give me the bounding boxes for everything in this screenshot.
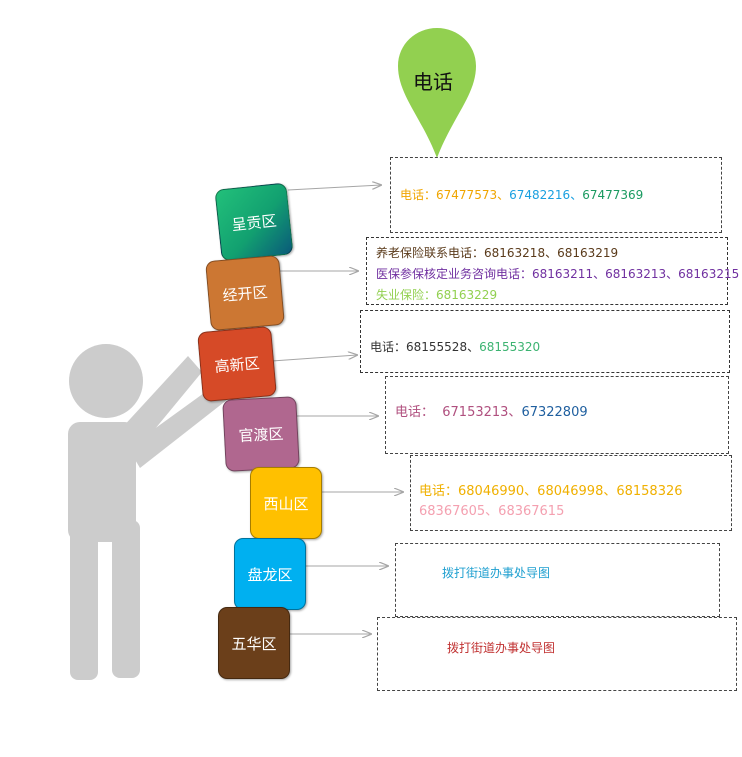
info-text-segment: 67477369 [582,188,644,202]
arrow-gaoxin [271,355,357,362]
info-line: 养老保险联系电话：68163218、68163219 [376,244,618,261]
info-text-segment: 68367605、68367615 [419,504,565,519]
info-line: 拨打街道办事处导图 [442,564,550,581]
block-xishan: 西山区 [250,467,322,539]
info-line: 拨打街道办事处导图 [447,639,555,656]
info-text-segment: 67477573、 [436,188,510,202]
info-box-jingkai: 养老保险联系电话：68163218、68163219 医保参保核定业务咨询电话：… [366,237,739,305]
info-text-segment: 拨打街道办事处导图 [447,641,556,655]
info-line: 电话：68046990、68046998、68158326 [419,480,683,499]
info-text-segment: 失业保险：68163229 [376,288,498,302]
info-line: 电话： 67153213、67322809 [395,401,588,420]
info-box-panlong: 拨打街道办事处导图 [395,543,720,617]
info-box-chenggong: 电话：67477573、67482216、67477369 [390,157,722,233]
info-box-xishan: 电话：68046990、68046998、68158326 68367605、6… [410,455,732,531]
pin-label: 电话 [413,70,453,94]
info-text-segment: 电话： [400,188,437,202]
block-panlong: 盘龙区 [234,538,306,610]
block-chenggong: 呈贡区 [214,182,294,262]
info-line: 医保参保核定业务咨询电话：68163211、68163213、68163215 [376,265,739,282]
info-line: 68367605、68367615 [419,500,564,519]
info-text-segment: 电话：68046990、68046998、68158326 [419,484,683,499]
info-text-segment: 电话：68155528、 [370,340,480,354]
info-text-segment: 68155320 [479,340,541,354]
info-box-gaoxin: 电话：68155528、68155320 [360,310,730,373]
stick-figure-icon [68,344,232,680]
info-box-guandu: 电话： 67153213、67322809 [385,376,729,454]
map-pin-icon [398,28,476,158]
info-text-segment: 电话： 67153213、 [395,405,522,420]
block-guandu: 官渡区 [222,396,300,472]
arrow-chenggong [287,185,381,191]
block-gaoxin: 高新区 [197,325,277,403]
info-text-segment: 养老保险联系电话：68163218、68163219 [376,246,619,260]
info-line: 电话：67477573、67482216、67477369 [400,186,643,203]
info-box-wuhua: 拨打街道办事处导图 [377,617,737,691]
info-line: 电话：68155528、68155320 [370,338,540,355]
block-wuhua: 五华区 [218,607,290,679]
info-line: 失业保险：68163229 [376,286,497,303]
info-text-segment: 67322809 [521,405,588,420]
info-text-segment: 医保参保核定业务咨询电话：68163211、68163213、68163215 [376,267,740,281]
info-text-segment: 67482216、 [509,188,583,202]
info-text-segment: 拨打街道办事处导图 [442,566,551,580]
block-jingkai: 经开区 [205,254,285,332]
connector-arrows [271,185,403,634]
